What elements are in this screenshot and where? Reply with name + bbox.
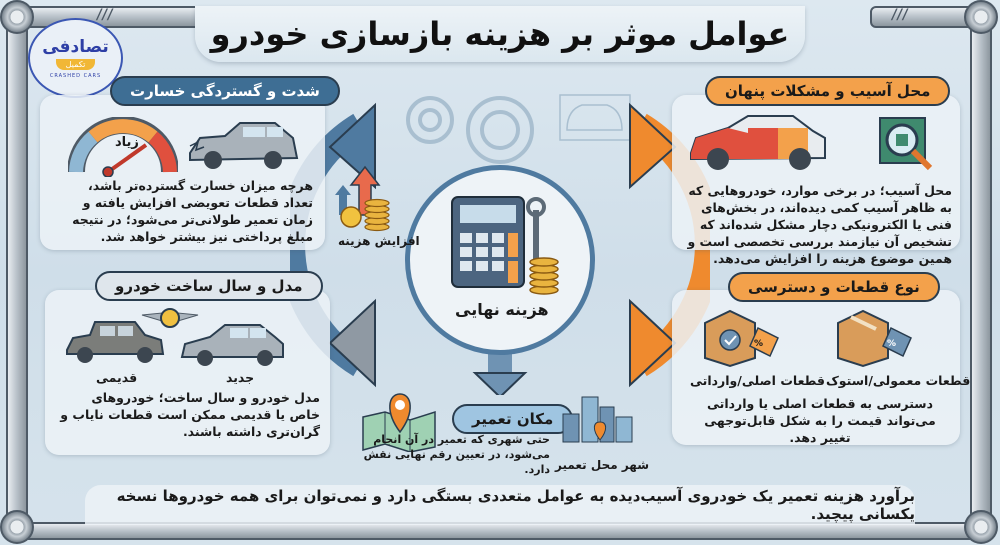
- damage-severity-text: هرچه میزان خسارت گسترده‌تر باشد، تعداد ق…: [72, 178, 313, 244]
- stock-parts-box-icon: %: [837, 309, 912, 368]
- svg-text:%: %: [754, 339, 763, 349]
- svg-text:%: %: [887, 339, 896, 349]
- gears-blueprint-icon: [406, 94, 631, 164]
- chip-magnifier-icon: [879, 117, 933, 171]
- frame-bolt-bottom-right: [964, 510, 998, 544]
- city-label: شهر محل تعمیر: [555, 458, 650, 472]
- stock-parts-label: قطعات معمولی/استوک: [826, 373, 971, 388]
- arrow-down-icon: [472, 372, 528, 395]
- new-car-label: جدید: [226, 370, 255, 385]
- arrow-left-up-icon: [328, 102, 376, 190]
- page-title: عوامل موثر بر هزینه بازسازی خودرو: [195, 6, 805, 62]
- final-cost-label: هزینه نهایی: [455, 300, 549, 319]
- cost-increase-icon: [335, 165, 390, 232]
- frame-bolt-top-right: [964, 0, 998, 34]
- frame-groove-icon: ///: [890, 7, 909, 23]
- hidden-damage-heading: محل آسیب و مشکلات پنهان: [705, 76, 951, 106]
- frame-bolt-top-left: [0, 0, 34, 34]
- damaged-car-icon: [189, 122, 299, 169]
- modern-car-icon: [180, 324, 284, 366]
- model-year-heading: مدل و سال ساخت خودرو: [95, 271, 323, 301]
- logo-ring-text: CRASHED CARS: [49, 73, 102, 79]
- cost-increase-label: افزایش هزینه: [338, 234, 420, 248]
- location-heading: مکان تعمیر: [452, 404, 574, 434]
- gauge-label: زیاد: [115, 135, 139, 150]
- logo: تصادفی تکمیل CRASHED CARS: [28, 18, 123, 98]
- frame-left-bar: [6, 14, 28, 529]
- car-damage-zones-icon: [690, 115, 826, 170]
- logo-name: تصادفی: [42, 37, 109, 57]
- classic-car-icon: [66, 321, 165, 363]
- winged-emblem-icon: [141, 308, 199, 328]
- old-car-label: قدیمی: [96, 370, 138, 385]
- arrow-right-up-icon: [629, 102, 677, 190]
- hidden-damage-text: محل آسیب؛ در برخی موارد، خودروهایی که به…: [687, 183, 952, 266]
- damage-severity-heading: شدت و گستردگی خسارت: [110, 76, 340, 106]
- original-parts-label: قطعات اصلی/وارداتی: [690, 373, 825, 388]
- arrow-left-down-icon: [328, 298, 376, 388]
- original-parts-box-icon: %: [704, 309, 779, 368]
- logo-sub: تکمیل: [55, 59, 96, 70]
- parts-heading: نوع قطعات و دسترسی: [728, 272, 940, 302]
- damage-severity-panel: [40, 95, 325, 250]
- footer-summary: برآورد هزینه تعمیر یک خودروی آسیب‌دیده ب…: [85, 485, 915, 525]
- frame-bolt-bottom-left: [0, 510, 34, 544]
- city-buildings-icon: [562, 396, 633, 443]
- frame-right-bar: [970, 14, 992, 529]
- parts-text: دسترسی به قطعات اصلی یا وارداتی می‌تواند…: [704, 396, 936, 445]
- gauge-icon: [68, 117, 178, 177]
- model-year-text: مدل خودرو و سال ساخت؛ خودروهای خاص یا قد…: [60, 390, 320, 439]
- map-pin-icon: [362, 393, 436, 452]
- calculator-icon: [451, 196, 546, 288]
- coin-stack-icon: [529, 257, 559, 295]
- frame-groove-icon: ///: [95, 7, 114, 23]
- frame-top-left-wrench: [14, 6, 209, 28]
- arrow-right-down-icon: [629, 298, 677, 388]
- location-text: حتی شهری که تعمیر در آن انجام می‌شود، در…: [363, 433, 550, 476]
